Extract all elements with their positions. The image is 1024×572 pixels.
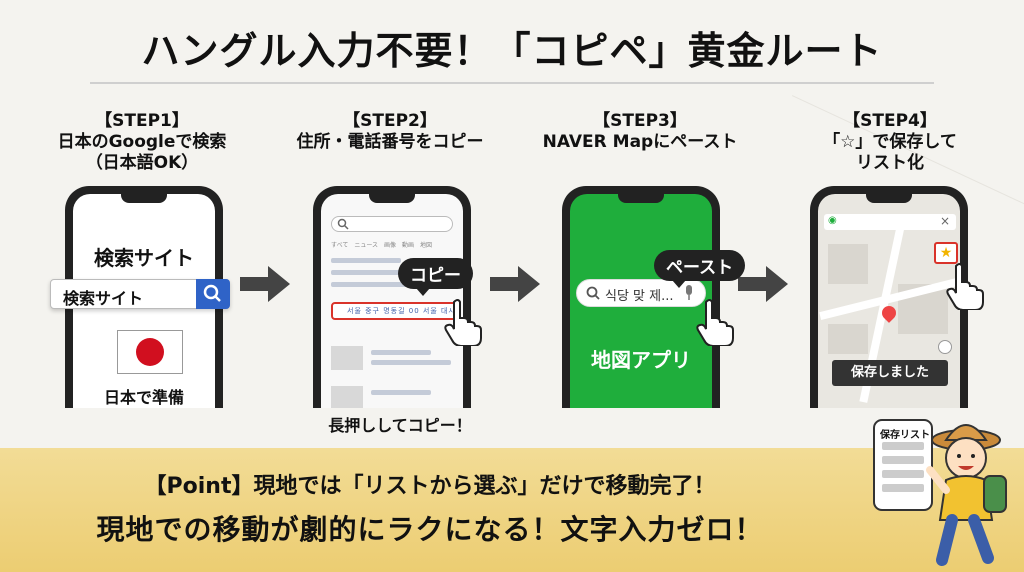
map-search-input[interactable]: 식당 맞 제... bbox=[576, 279, 706, 307]
japan-flag-icon bbox=[117, 330, 183, 374]
step1-label: 【STEP1】 bbox=[95, 111, 189, 131]
result-thumbnail bbox=[331, 386, 363, 408]
phone-search-results: すべて ニュース 画像 動画 地図 서울 중구 명동길 00 서울 대시... bbox=[313, 186, 471, 408]
point-text: 【Point】現地では「リストから選ぶ」だけで移動完了！ bbox=[144, 474, 716, 499]
map-block bbox=[828, 244, 868, 284]
saved-list-label: 保存リスト bbox=[880, 430, 930, 441]
result-line bbox=[371, 360, 451, 365]
results-search-bar[interactable] bbox=[331, 216, 453, 232]
step2-label: 【STEP2】 bbox=[343, 111, 437, 131]
map-top-bar: ◉ × bbox=[824, 214, 956, 230]
arrow-right-icon bbox=[490, 266, 540, 302]
page-title: ハングル入力不要！「コピペ」黄金ルート bbox=[141, 29, 883, 73]
title-divider bbox=[90, 82, 934, 84]
result-line bbox=[331, 258, 401, 263]
result-line bbox=[371, 350, 431, 355]
result-thumbnail bbox=[331, 346, 363, 370]
traveler-mascot-illustration bbox=[873, 419, 1007, 566]
address-text: 서울 중구 명동길 00 서울 대시... bbox=[347, 307, 463, 315]
map-search-text: 식당 맞 제... bbox=[605, 289, 674, 304]
search-site-heading: 検索サイト bbox=[94, 246, 194, 270]
step3-heading: 【STEP3】 NAVER Mapにペースト bbox=[530, 110, 750, 153]
step1-heading: 【STEP1】 日本のGoogleで検索 （日本語OK） bbox=[32, 110, 252, 174]
pointing-hand-icon bbox=[444, 299, 482, 346]
result-line bbox=[331, 282, 421, 287]
arrow-right-icon bbox=[738, 266, 788, 302]
search-icon bbox=[203, 284, 221, 302]
step2-desc: 住所・電話番号をコピー bbox=[296, 132, 484, 152]
prepare-in-japan-label: 日本で準備 bbox=[103, 388, 184, 407]
step4-desc: 「☆」で保存して bbox=[823, 132, 957, 152]
save-star-button[interactable]: ★ bbox=[934, 242, 958, 264]
map-pin-icon: ◉ bbox=[828, 215, 837, 226]
main-message: 現地での移動が劇的にラクになる！文字入力ゼロ！ bbox=[96, 513, 764, 546]
map-app-label: 地図アプリ bbox=[591, 348, 691, 372]
microphone-icon bbox=[686, 285, 692, 300]
long-press-caption: 長押ししてコピー！ bbox=[328, 416, 472, 435]
phone-notch bbox=[369, 194, 415, 203]
paste-bubble: ペースト bbox=[654, 250, 746, 288]
phone-notch bbox=[866, 194, 912, 203]
result-line bbox=[371, 390, 431, 395]
step4-heading: 【STEP4】 「☆」で保存して リスト化 bbox=[780, 110, 1000, 174]
step4-desc2: リスト化 bbox=[856, 153, 924, 173]
close-icon[interactable]: × bbox=[939, 214, 950, 228]
address-highlight[interactable]: 서울 중구 명동길 00 서울 대시... bbox=[331, 302, 463, 320]
map-block bbox=[828, 324, 868, 354]
locate-me-icon[interactable] bbox=[938, 340, 952, 354]
point-banner bbox=[0, 448, 1024, 572]
step1-desc2: （日本語OK） bbox=[85, 153, 199, 173]
phone-screen: すべて ニュース 画像 動画 地図 서울 중구 명동길 00 서울 대시... bbox=[321, 194, 463, 408]
pointing-hand-icon bbox=[696, 299, 734, 346]
step2-heading: 【STEP2】 住所・電話番号をコピー bbox=[280, 110, 500, 153]
saved-toast: 保存しました bbox=[832, 360, 948, 386]
pointing-hand-icon bbox=[946, 263, 984, 310]
search-button[interactable] bbox=[196, 279, 230, 309]
step4-label: 【STEP4】 bbox=[843, 111, 937, 131]
step1-desc: 日本のGoogleで検索 bbox=[57, 132, 227, 152]
phone-notch bbox=[618, 194, 664, 203]
result-tabs: すべて ニュース 画像 動画 地図 bbox=[331, 242, 433, 249]
phone-map-saved: ◉ × ★ 保存しました bbox=[810, 186, 968, 408]
phone-notch bbox=[121, 194, 167, 203]
step3-label: 【STEP3】 bbox=[593, 111, 687, 131]
search-input[interactable]: 検索サイト bbox=[50, 279, 230, 309]
phone-screen: ◉ × ★ 保存しました bbox=[818, 194, 960, 408]
search-icon bbox=[337, 218, 349, 230]
arrow-right-icon bbox=[240, 266, 290, 302]
copy-bubble: コピー bbox=[398, 258, 473, 296]
phone-screen: 検索サイト 日本で準備 bbox=[73, 194, 215, 408]
search-icon bbox=[586, 286, 600, 300]
result-line bbox=[331, 270, 441, 275]
step3-desc: NAVER Mapにペースト bbox=[542, 132, 738, 152]
search-input-text: 検索サイト bbox=[63, 289, 144, 308]
